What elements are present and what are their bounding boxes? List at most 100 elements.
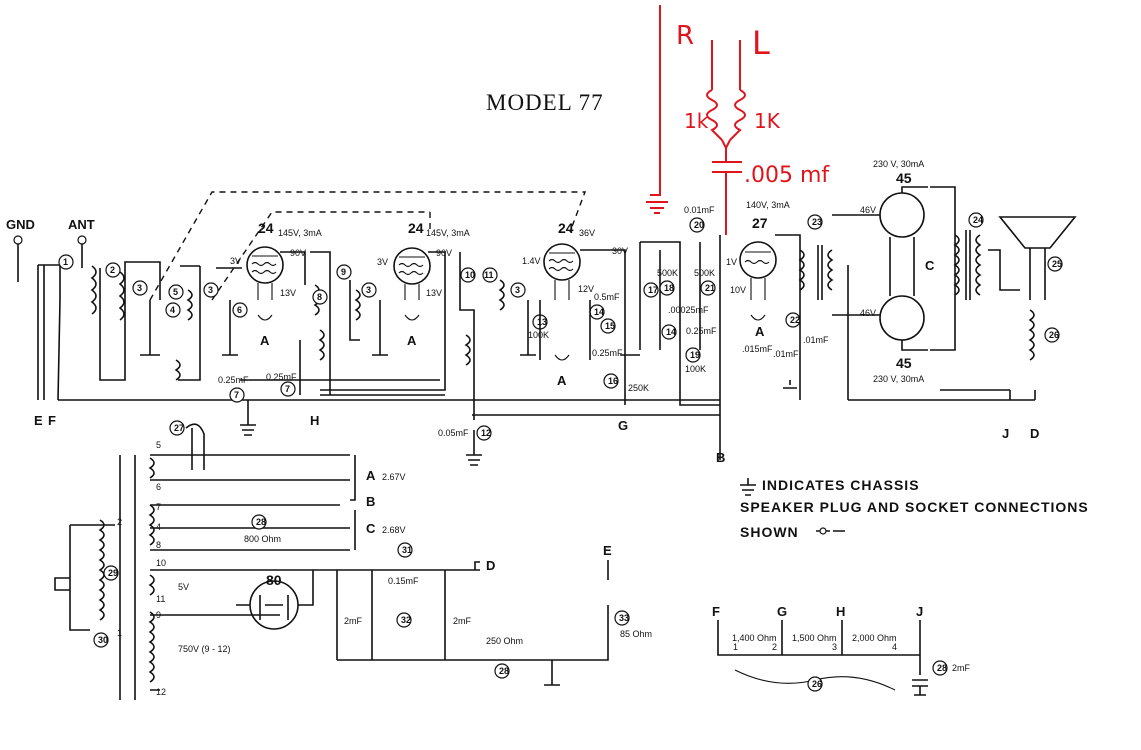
svg-text:19: 19 — [690, 350, 700, 360]
svg-text:46V: 46V — [860, 308, 876, 318]
svg-text:2mF: 2mF — [453, 616, 472, 626]
handwritten-modification: R L 1k 1K .005 mf — [646, 5, 830, 235]
svg-text:90V: 90V — [436, 248, 452, 258]
svg-text:250K: 250K — [628, 383, 649, 393]
legend-chassis: INDICATES CHASSIS — [762, 477, 920, 493]
svg-text:A: A — [407, 333, 417, 348]
gang-line-upper — [149, 191, 587, 301]
svg-text:.01mF: .01mF — [803, 335, 829, 345]
svg-text:3V: 3V — [377, 257, 388, 267]
svg-text:A: A — [260, 333, 270, 348]
svg-text:12V: 12V — [578, 284, 594, 294]
stage-markers: 0.25mF 7 0.25mF 7 H — [218, 372, 319, 436]
svg-text:0.25mF: 0.25mF — [686, 326, 717, 336]
svg-text:750V (9 - 12): 750V (9 - 12) — [178, 644, 231, 654]
svg-text:0.01mF: 0.01mF — [684, 205, 715, 215]
gang-line-lower — [211, 211, 431, 301]
svg-text:0.25mF: 0.25mF — [218, 375, 249, 385]
handwritten-l: L — [752, 24, 770, 62]
svg-text:26: 26 — [1049, 330, 1059, 340]
svg-text:5: 5 — [156, 440, 161, 450]
svg-text:28: 28 — [499, 666, 509, 676]
svg-text:21: 21 — [705, 283, 715, 293]
stage-1: 2 3 4 5 3 6 — [90, 261, 248, 381]
part-1-marker — [58, 254, 74, 270]
svg-text:2: 2 — [110, 265, 115, 275]
svg-text:17: 17 — [648, 285, 658, 295]
svg-text:3: 3 — [137, 283, 142, 293]
svg-text:5: 5 — [173, 287, 178, 297]
tube-2: 24 145V, 3mA 90V 13V 3V A — [320, 220, 470, 391]
coupling-block: 17 500K 18 .00025mF 14 0.25mF 19 100K 50… — [639, 205, 720, 406]
svg-text:36V: 36V — [579, 228, 595, 238]
svg-text:15: 15 — [605, 321, 615, 331]
handwritten-1k-right: 1K — [754, 109, 781, 133]
tube-4: 27 140V, 3mA 1V 10V A .015mF .01mF .01mF… — [716, 200, 829, 465]
svg-text:32: 32 — [401, 615, 411, 625]
svg-text:2,000 Ohm: 2,000 Ohm — [852, 633, 897, 643]
svg-text:90V: 90V — [290, 248, 306, 258]
svg-text:100K: 100K — [685, 364, 706, 374]
svg-text:1,500 Ohm: 1,500 Ohm — [792, 633, 837, 643]
svg-text:14: 14 — [594, 307, 604, 317]
voltage-divider: F G H J 1,400 Ohm 1,500 Ohm 2,000 Ohm 1 … — [712, 604, 971, 696]
svg-text:2.68V: 2.68V — [382, 525, 406, 535]
svg-text:C: C — [925, 258, 935, 273]
svg-text:13V: 13V — [426, 288, 442, 298]
svg-text:H: H — [310, 413, 319, 428]
svg-text:230 V, 30mA: 230 V, 30mA — [873, 374, 924, 384]
svg-text:25: 25 — [1052, 259, 1062, 269]
svg-text:500K: 500K — [657, 268, 678, 278]
ant-terminal — [77, 235, 87, 245]
svg-text:18: 18 — [664, 283, 674, 293]
tube-4-type: 27 — [752, 215, 768, 231]
svg-text:145V, 3mA: 145V, 3mA — [278, 228, 322, 238]
svg-text:0.25mF: 0.25mF — [592, 348, 623, 358]
handwritten-r: R — [676, 21, 694, 51]
svg-text:500K: 500K — [694, 268, 715, 278]
svg-text:0.5mF: 0.5mF — [594, 292, 620, 302]
svg-text:B: B — [366, 494, 375, 509]
svg-text:12: 12 — [481, 428, 491, 438]
svg-text:G: G — [618, 418, 628, 433]
svg-text:3: 3 — [208, 285, 213, 295]
diagram-title: MODEL 77 — [486, 90, 604, 115]
svg-text:A: A — [366, 468, 376, 483]
svg-text:23: 23 — [812, 217, 822, 227]
svg-text:0.25mF: 0.25mF — [266, 372, 297, 382]
interstage-1: 8 9 3 — [310, 251, 388, 395]
svg-text:D: D — [486, 558, 495, 573]
tube-1: 24 145V, 3mA 90V 13V 3V A — [230, 220, 322, 395]
svg-text:14: 14 — [666, 327, 676, 337]
svg-text:3: 3 — [515, 285, 520, 295]
svg-text:145V, 3mA: 145V, 3mA — [426, 228, 470, 238]
legend-speaker: SPEAKER PLUG AND SOCKET CONNECTIONS — [740, 499, 1089, 515]
tube-1-type: 24 — [258, 220, 274, 236]
svg-text:11: 11 — [484, 270, 494, 280]
svg-text:2: 2 — [117, 517, 122, 527]
svg-text:.01mF: .01mF — [773, 349, 799, 359]
svg-text:13: 13 — [537, 317, 547, 327]
terminal-f: F — [48, 413, 56, 428]
svg-text:C: C — [366, 521, 376, 536]
svg-text:7: 7 — [285, 384, 290, 394]
svg-text:250 Ohm: 250 Ohm — [486, 636, 523, 646]
interstage-2: 10 11 3 12 0.05mF — [438, 252, 536, 466]
tube-3-type: 24 — [558, 220, 574, 236]
svg-text:7: 7 — [156, 502, 161, 512]
svg-text:5V: 5V — [178, 582, 189, 592]
svg-text:30V: 30V — [612, 246, 628, 256]
svg-text:E: E — [603, 543, 612, 558]
svg-text:9: 9 — [156, 610, 161, 620]
svg-text:2mF: 2mF — [952, 663, 971, 673]
svg-text:9: 9 — [341, 267, 346, 277]
bus-lines — [58, 379, 720, 416]
terminal-e: E — [34, 413, 43, 428]
svg-text:.00025mF: .00025mF — [668, 305, 709, 315]
svg-text:6: 6 — [156, 482, 161, 492]
tube-6-type: 45 — [896, 355, 912, 371]
svg-text:2.67V: 2.67V — [382, 472, 406, 482]
svg-text:11: 11 — [156, 594, 165, 604]
svg-text:0.05mF: 0.05mF — [438, 428, 469, 438]
